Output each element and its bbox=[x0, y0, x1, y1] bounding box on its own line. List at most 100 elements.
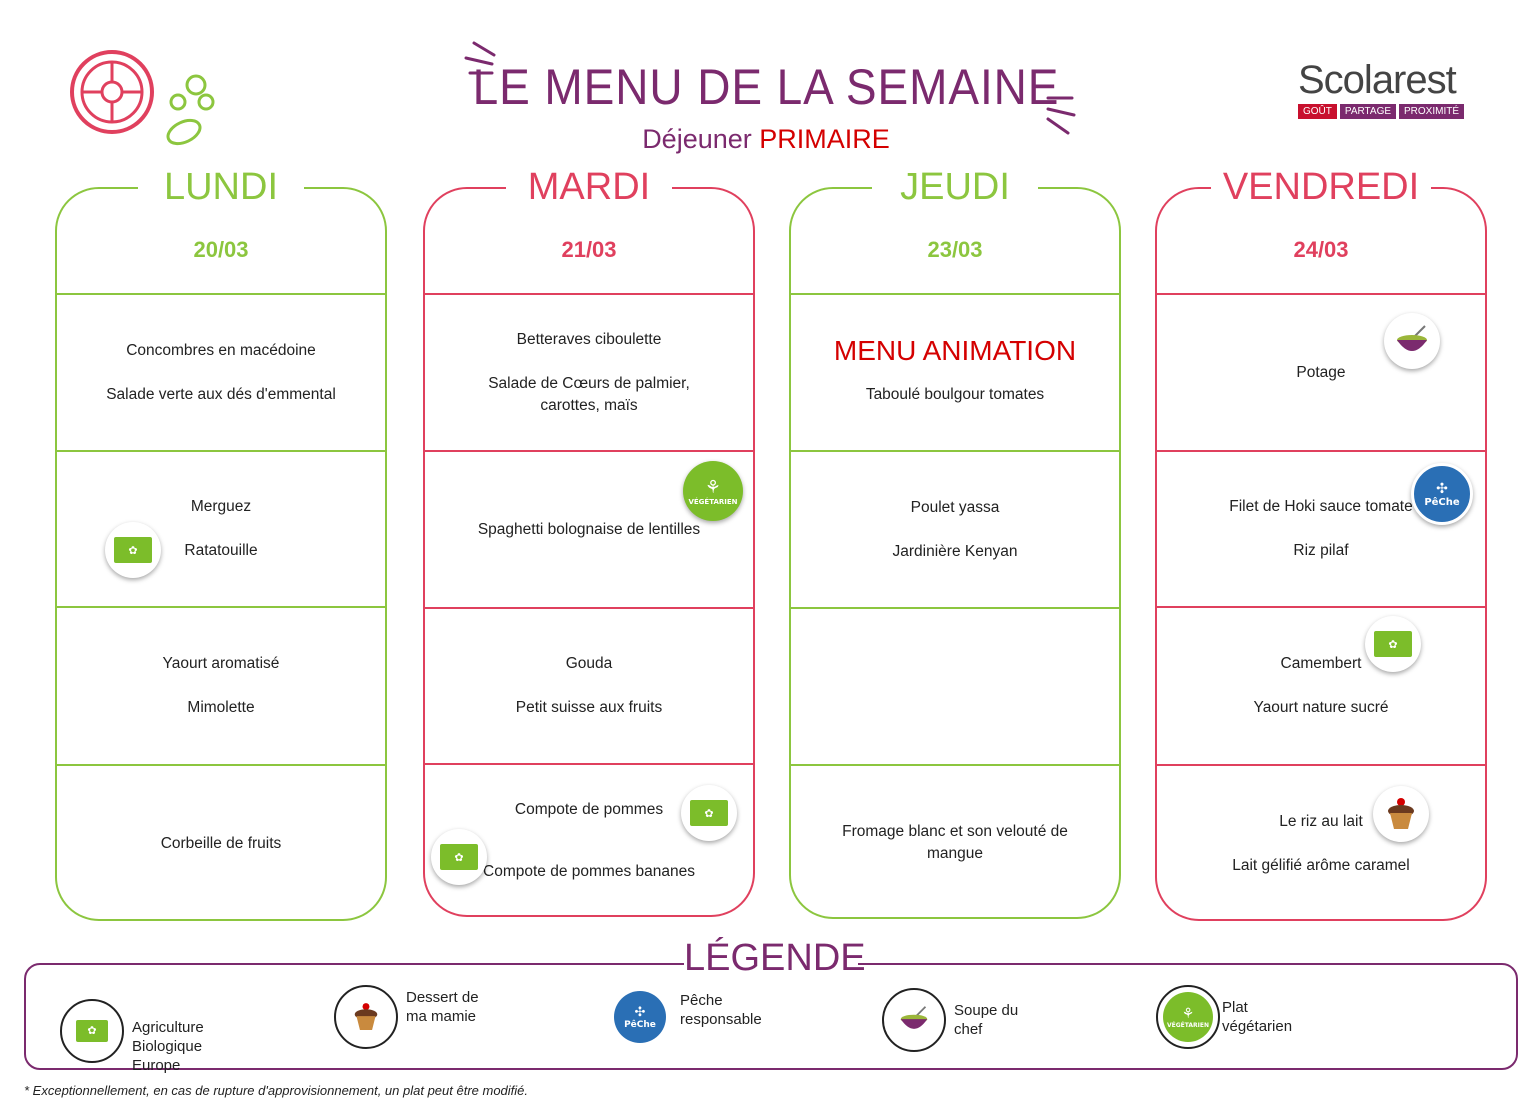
menu-item: Spaghetti bolognaise de lentilles bbox=[477, 520, 701, 538]
citrus-slice-illustration bbox=[70, 50, 215, 146]
dessert-cell: Compote de pommes Compote de pommes bana… bbox=[425, 765, 753, 917]
subtitle-level: PRIMAIRE bbox=[759, 124, 890, 154]
legend-item-vegetarian: ⚘VÉGÉTARIEN Plat végétarien bbox=[1156, 985, 1302, 1049]
starter-cell: Betteraves ciboulette Salade de Cœurs de… bbox=[425, 295, 753, 450]
menu-item: Fromage blanc et son velouté de mangue bbox=[842, 822, 1068, 862]
day-column-mardi: MARDI 21/03 Betteraves ciboulette Salade… bbox=[423, 165, 755, 917]
menu-item: Potage bbox=[1296, 363, 1346, 381]
vegetarian-icon: ⚘VÉGÉTARIEN bbox=[1163, 992, 1213, 1042]
dairy-cell: Yaourt aromatisé Mimolette bbox=[57, 608, 385, 764]
soup-badge bbox=[1384, 313, 1440, 369]
peche-badge-text: PêChe bbox=[1424, 496, 1460, 508]
day-name: JEUDI bbox=[872, 165, 1038, 209]
legend-label: Soupe du chef bbox=[954, 1002, 1019, 1038]
menu-animation-label: MENU ANIMATION bbox=[833, 334, 1077, 366]
day-name: VENDREDI bbox=[1211, 165, 1431, 209]
bio-leaf-icon: ✿ bbox=[114, 537, 152, 563]
main-cell: Spaghetti bolognaise de lentilles bbox=[425, 452, 753, 607]
menu-item: Compote de pommes bbox=[514, 801, 664, 818]
dairy-cell: Camembert Yaourt nature sucré bbox=[1157, 608, 1485, 764]
menu-item: Camembert bbox=[1280, 655, 1362, 672]
menu-item: Yaourt nature sucré bbox=[1253, 699, 1389, 716]
dairy-cell bbox=[791, 609, 1119, 764]
menu-item: Mimolette bbox=[187, 699, 255, 716]
legend-label: Pêche responsable bbox=[680, 992, 762, 1028]
legend-item-bio: ✿ Agriculture Biologique Europe bbox=[60, 986, 227, 1075]
menu-item: Gouda bbox=[565, 655, 613, 672]
brand-logo: Scolarest GOÛT PARTAGE PROXIMITÉ bbox=[1298, 58, 1510, 119]
menu-item: Yaourt aromatisé bbox=[162, 655, 280, 672]
menu-item: Corbeille de fruits bbox=[160, 834, 282, 852]
main-cell: Filet de Hoki sauce tomate Riz pilaf bbox=[1157, 452, 1485, 606]
menu-item: Filet de Hoki sauce tomate bbox=[1229, 498, 1413, 515]
dessert-badge bbox=[1373, 786, 1429, 842]
menu-item: Concombres en macédoine bbox=[126, 341, 316, 359]
legend-title: LÉGENDE bbox=[684, 937, 866, 980]
day-date: 21/03 bbox=[561, 237, 617, 262]
starter-cell: MENU ANIMATION Taboulé boulgour tomates bbox=[791, 295, 1119, 450]
menu-item: Ratatouille bbox=[184, 542, 258, 559]
bio-leaf-icon: ✿ bbox=[440, 844, 478, 870]
fish-icon: ✣PêChe bbox=[1411, 463, 1473, 525]
footnote: * Exceptionnellement, en cas de rupture … bbox=[24, 1083, 529, 1098]
day-name: LUNDI bbox=[138, 165, 304, 209]
menu-item: Jardinière Kenyan bbox=[892, 542, 1018, 560]
menu-item: Petit suisse aux fruits bbox=[515, 699, 663, 716]
cupcake-icon bbox=[1388, 798, 1414, 829]
vegetarian-badge-text: VÉGÉTARIEN bbox=[688, 497, 738, 506]
menu-item: Merguez bbox=[190, 498, 252, 515]
dessert-cell: Le riz au lait Lait gélifié arôme carame… bbox=[1157, 766, 1485, 921]
day-column-jeudi: JEUDI 23/03 MENU ANIMATION Taboulé boulg… bbox=[789, 165, 1121, 919]
menu-item: Taboulé boulgour tomates bbox=[865, 385, 1045, 403]
dessert-cell: Corbeille de fruits bbox=[57, 766, 385, 921]
page-title: LE MENU DE LA SEMAINE bbox=[472, 59, 1060, 115]
bio-leaf-icon: ✿ bbox=[76, 1019, 108, 1042]
main-cell: Poulet yassa Jardinière Kenyan bbox=[791, 452, 1119, 607]
starter-cell: Potage bbox=[1157, 295, 1485, 450]
legend-item-peche: ✣PêChe Pêche responsable bbox=[608, 985, 775, 1049]
fish-icon: ✣PêChe bbox=[614, 991, 666, 1043]
legend: LÉGENDE ✿ Agriculture Biologique Europe … bbox=[24, 937, 1518, 1074]
day-date: 20/03 bbox=[193, 237, 249, 262]
main-cell: Merguez Ratatouille bbox=[57, 452, 385, 606]
bio-leaf-icon: ✿ bbox=[690, 800, 728, 826]
subtitle-meal: Déjeuner bbox=[642, 124, 752, 154]
day-column-lundi: LUNDI 20/03 Concombres en macédoine Sala… bbox=[55, 165, 387, 921]
bio-badge: ✿ bbox=[1365, 616, 1421, 672]
day-column-vendredi: VENDREDI 24/03 Potage Filet de Hoki sauc… bbox=[1155, 165, 1487, 921]
bio-badge: ✿ bbox=[431, 829, 487, 885]
tagline-3: PROXIMITÉ bbox=[1399, 104, 1465, 119]
peche-legend-text: PêChe bbox=[624, 1019, 656, 1030]
legend-label: Plat végétarien bbox=[1222, 999, 1293, 1035]
title-accent-right bbox=[1046, 96, 1076, 135]
page-subtitle: Déjeuner PRIMAIRE bbox=[0, 124, 1532, 155]
tagline-1: GOÛT bbox=[1298, 104, 1337, 119]
bio-badge: ✿ bbox=[681, 785, 737, 841]
menu-item: Salade de Cœurs de palmier, carottes, ma… bbox=[488, 374, 690, 414]
vegetarian-icon: ⚘VÉGÉTARIEN bbox=[683, 461, 743, 521]
menu-item: Compote de pommes bananes bbox=[483, 863, 695, 880]
legend-label: Dessert de ma mamie bbox=[406, 989, 479, 1025]
dairy-cell: Gouda Petit suisse aux fruits bbox=[425, 609, 753, 763]
menu-item: Lait gélifié arôme caramel bbox=[1232, 856, 1410, 874]
tagline-2: PARTAGE bbox=[1339, 104, 1397, 119]
legend-item-soup: Soupe du chef bbox=[882, 988, 1034, 1052]
vegetarian-legend-text: VÉGÉTARIEN bbox=[1166, 1021, 1209, 1029]
legend-item-dessert: Dessert de ma mamie bbox=[334, 985, 501, 1049]
starter-cell: Concombres en macédoine Salade verte aux… bbox=[57, 295, 385, 450]
cupcake-icon bbox=[354, 1003, 378, 1030]
menu-item: Riz pilaf bbox=[1293, 542, 1349, 559]
dessert-cell: Fromage blanc et son velouté de mangue bbox=[791, 766, 1119, 919]
menu-item: Poulet yassa bbox=[910, 498, 1000, 516]
menu-item: Le riz au lait bbox=[1279, 812, 1363, 830]
title-accent-left bbox=[464, 41, 496, 75]
brand-name: Scolarest bbox=[1298, 58, 1457, 102]
soup-bowl-icon bbox=[1397, 325, 1427, 351]
menu-item: Betteraves ciboulette bbox=[516, 330, 662, 348]
day-date: 23/03 bbox=[927, 237, 983, 262]
day-date: 24/03 bbox=[1293, 237, 1349, 262]
menu-item: Salade verte aux dés d'emmental bbox=[106, 385, 336, 403]
bio-leaf-icon: ✿ bbox=[1374, 631, 1412, 657]
bio-badge: ✿ bbox=[105, 522, 161, 578]
soup-bowl-icon bbox=[900, 1006, 928, 1029]
